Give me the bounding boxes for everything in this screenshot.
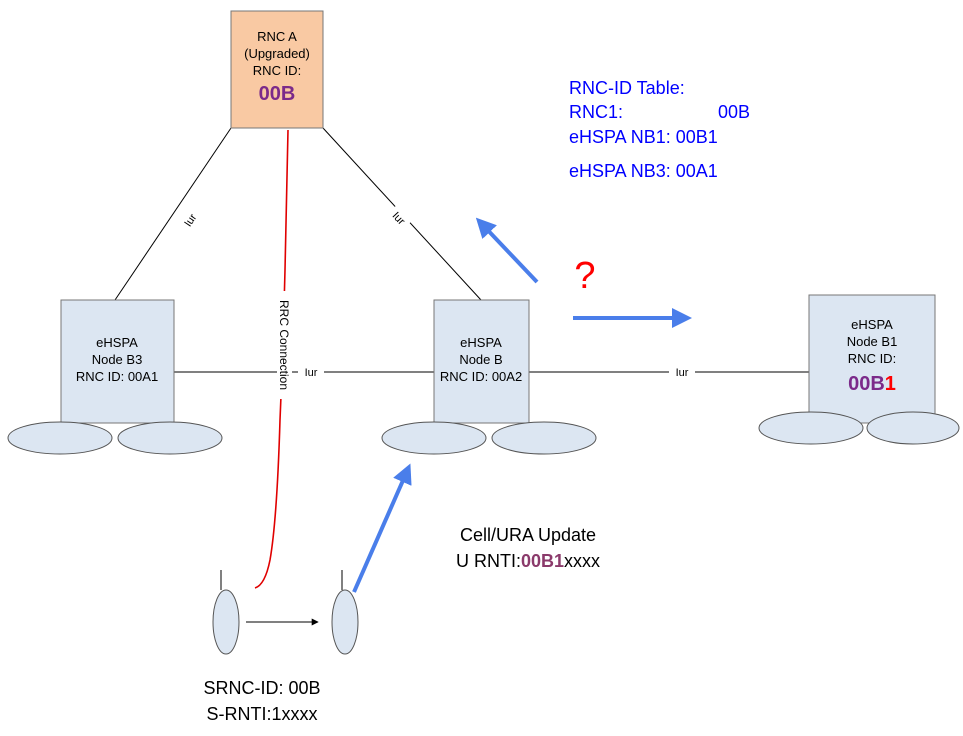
node-b1-label-2: Node B1 — [847, 334, 898, 349]
rrc-connection-label: RRC Connection — [277, 291, 292, 399]
node-b-cell-left — [381, 421, 487, 455]
arrow-to-rnc-table — [475, 217, 539, 284]
node-b-box[interactable] — [433, 299, 530, 424]
rnc-table-row3: eHSPA NB3: 00A1 — [569, 161, 718, 181]
rrc-connection-text: RRC Connection — [277, 300, 291, 390]
node-b-cell-right — [491, 421, 597, 455]
node-b1-box[interactable] — [808, 294, 936, 424]
rnc-a-id: 00B — [259, 83, 296, 105]
node-b1-id-suffix: 1 — [885, 373, 896, 395]
node-b1-cell-left — [758, 411, 864, 445]
iur-label-left-diagonal: Iur — [178, 206, 202, 233]
node-b3-box[interactable] — [60, 299, 175, 424]
node-b1-cell-right — [866, 411, 960, 445]
node-b3-label-2: Node B3 — [92, 352, 143, 367]
rnc-a-label-3: RNC ID: — [253, 63, 301, 78]
cell-update-line1: Cell/URA Update — [460, 525, 596, 545]
rnc-table-row2: eHSPA NB1: 00B1 — [569, 127, 718, 147]
cell-update-highlight: 00B1 — [521, 551, 564, 571]
iur-label-b3-b: Iur — [305, 367, 318, 379]
cell-update-line2: U RNTI:00B1xxxx — [456, 551, 600, 571]
ue-srnc-id: SRNC-ID: 00B — [203, 678, 320, 698]
rnc-table-title: RNC-ID Table: — [569, 78, 685, 98]
node-b-label-2: Node B — [459, 352, 502, 367]
rnc-a-box[interactable] — [230, 10, 324, 129]
node-b1-id-prefix: 00B — [848, 373, 885, 395]
arrow-ue-to-node-b — [352, 463, 412, 593]
ue-right-device[interactable] — [331, 589, 359, 655]
node-b-label-1: eHSPA — [460, 335, 502, 350]
rnc-a-label-2: (Upgraded) — [244, 46, 310, 61]
node-b3-label-3: RNC ID: 00A1 — [76, 369, 158, 384]
rnc-table-row1-name: RNC1: — [569, 102, 623, 122]
iur-link-rnc-a-node-b3 — [114, 127, 232, 301]
rnc-table-row1-value: 00B — [718, 102, 750, 122]
node-b3-cell-left — [7, 421, 113, 455]
cell-update-prefix: U RNTI: — [456, 551, 521, 571]
cell-update-suffix: xxxx — [564, 551, 600, 571]
node-b1-id: 00B1 — [848, 373, 896, 395]
node-b-label-3: RNC ID: 00A2 — [440, 369, 522, 384]
node-b1-label-1: eHSPA — [851, 317, 893, 332]
ue-left-device[interactable] — [212, 589, 240, 655]
iur-label-b-b1: Iur — [676, 367, 689, 379]
question-mark: ? — [574, 255, 595, 297]
node-b3-label-1: eHSPA — [96, 335, 138, 350]
iur-label-right-diagonal: Iur — [387, 205, 412, 231]
node-b1-label-3: RNC ID: — [848, 351, 896, 366]
rnc-a-label-1: RNC A — [257, 29, 297, 44]
node-b3-cell-right — [117, 421, 223, 455]
ue-s-rnti: S-RNTI:1xxxx — [206, 704, 317, 724]
